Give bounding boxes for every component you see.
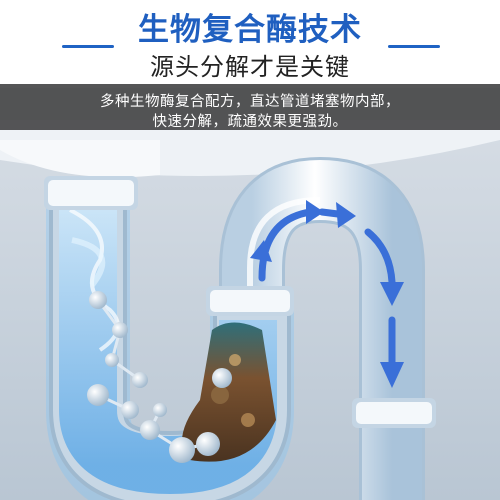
- title-decor-line-left: [62, 45, 114, 48]
- title-decor-line-right: [388, 45, 440, 48]
- clog-debris: [182, 322, 276, 462]
- sink-basin: [0, 140, 160, 178]
- outlet-pipe: [219, 156, 425, 500]
- enzyme-molecules: [87, 291, 232, 463]
- flow-arrow-icon: [250, 200, 404, 388]
- page-subtitle: 源头分解才是关键: [150, 53, 350, 81]
- banner-text-line-2: 快速分解，疏通效果更强劲。: [152, 114, 348, 130]
- pipe-collar: [44, 176, 436, 428]
- page-title: 生物复合酶技术: [138, 12, 362, 48]
- header: 生物复合酶技术 源头分解才是关键: [0, 0, 500, 88]
- description-banner: 多种生物酶复合配方，直达管道堵塞物内部， 快速分解，疏通效果更强劲。: [0, 84, 500, 130]
- banner-text-line-1: 多种生物酶复合配方，直达管道堵塞物内部，: [100, 94, 400, 110]
